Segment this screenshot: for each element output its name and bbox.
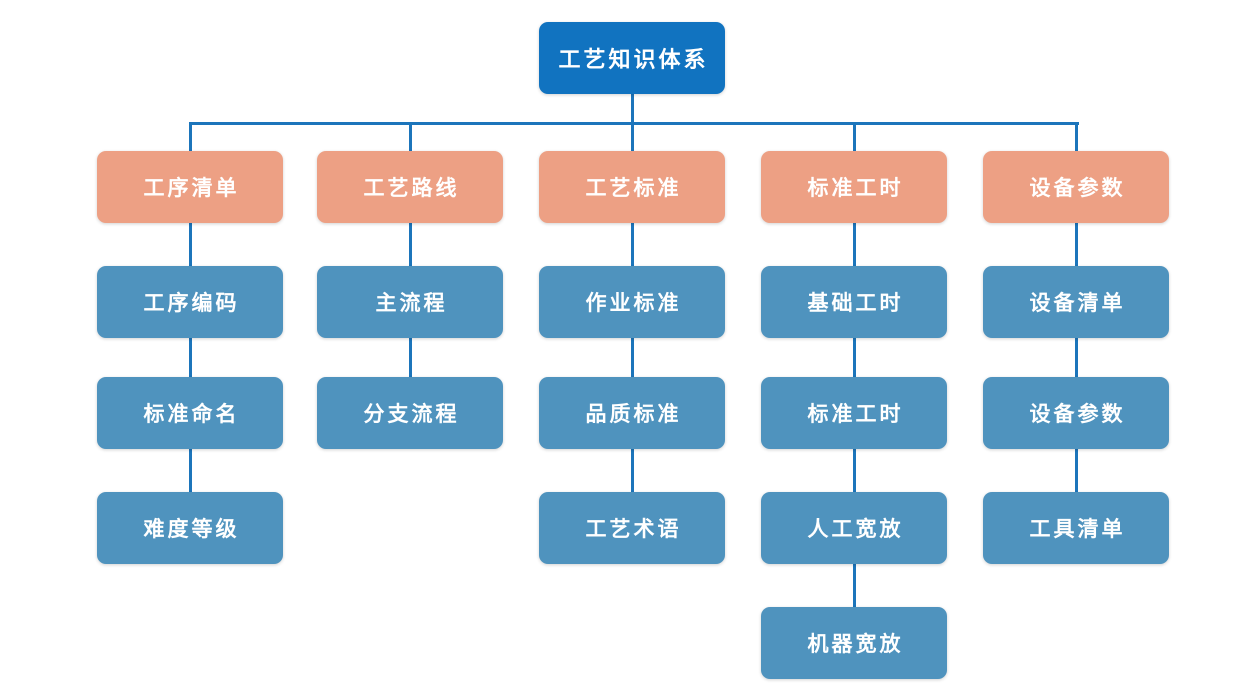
child-node: 人工宽放	[761, 492, 947, 564]
connector-branch-drop	[853, 122, 856, 155]
child-node: 设备参数	[983, 377, 1169, 449]
child-node: 基础工时	[761, 266, 947, 338]
branch-node: 工艺标准	[539, 151, 725, 223]
child-node: 工具清单	[983, 492, 1169, 564]
child-node: 主流程	[317, 266, 503, 338]
child-node: 作业标准	[539, 266, 725, 338]
child-node: 分支流程	[317, 377, 503, 449]
connector-bus	[190, 122, 1079, 125]
child-node: 标准工时	[761, 377, 947, 449]
branch-node: 标准工时	[761, 151, 947, 223]
child-node: 工序编码	[97, 266, 283, 338]
branch-node: 设备参数	[983, 151, 1169, 223]
connector-column-spine	[189, 187, 192, 528]
branch-node: 工艺路线	[317, 151, 503, 223]
connector-root-drop	[631, 90, 634, 126]
branch-node: 工序清单	[97, 151, 283, 223]
child-node: 工艺术语	[539, 492, 725, 564]
connector-branch-drop	[189, 122, 192, 155]
connector-branch-drop	[409, 122, 412, 155]
child-node: 机器宽放	[761, 607, 947, 679]
child-node: 品质标准	[539, 377, 725, 449]
connector-branch-drop	[631, 122, 634, 155]
connector-column-spine	[1075, 187, 1078, 528]
child-node: 标准命名	[97, 377, 283, 449]
connector-column-spine	[631, 187, 634, 528]
connector-branch-drop	[1075, 122, 1078, 155]
root-node: 工艺知识体系	[539, 22, 725, 94]
child-node: 难度等级	[97, 492, 283, 564]
child-node: 设备清单	[983, 266, 1169, 338]
